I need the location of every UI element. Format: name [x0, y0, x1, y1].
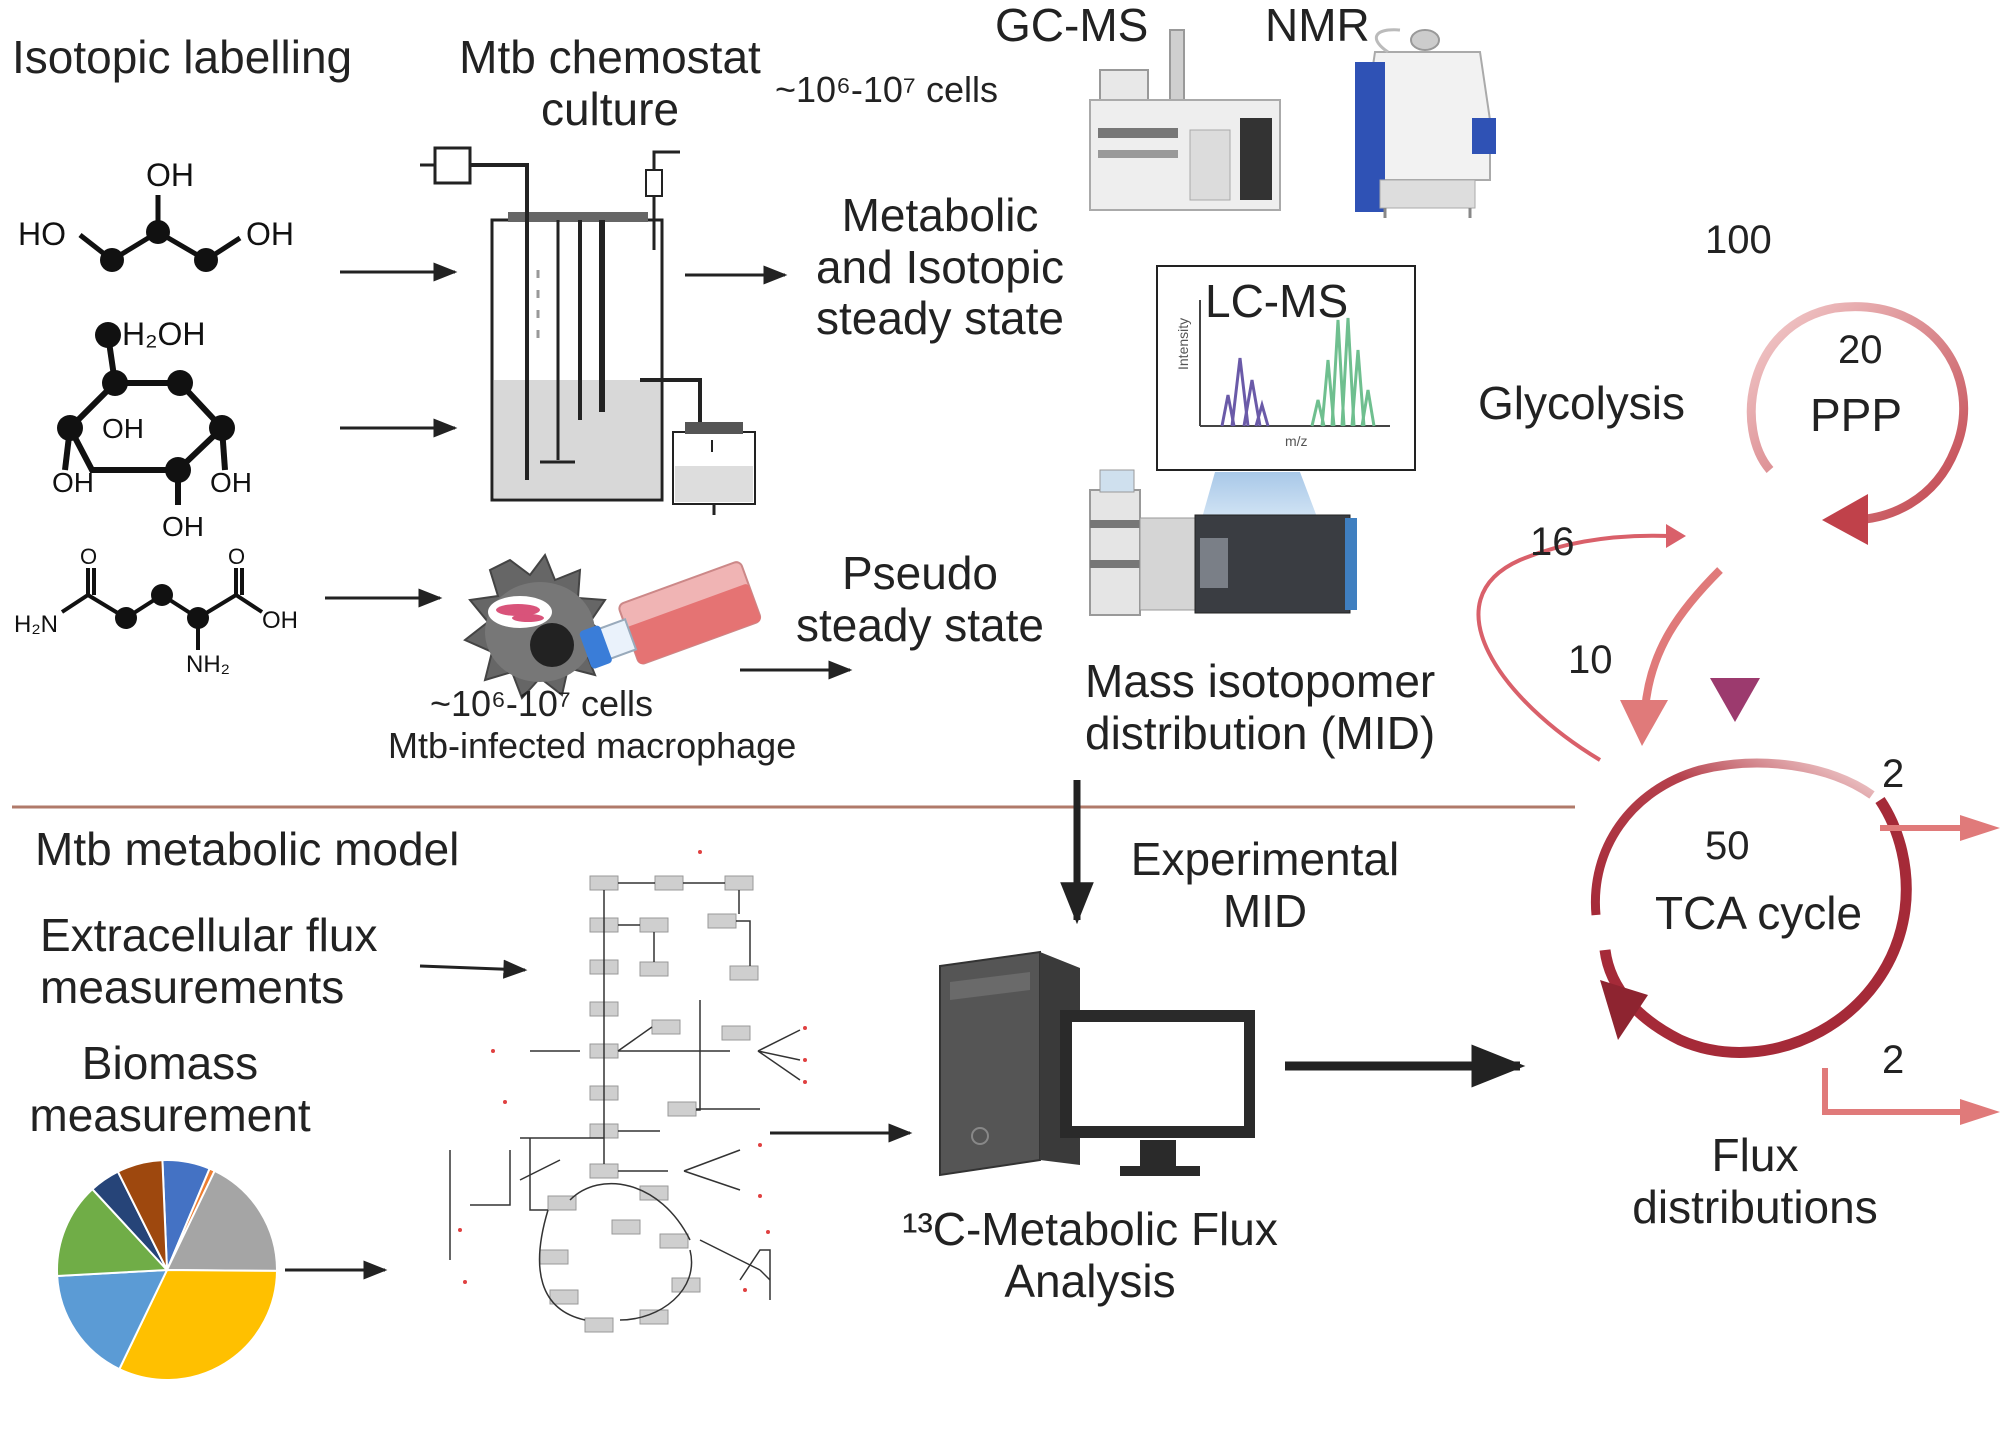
glucose-oh-right: OH [210, 467, 252, 498]
lcms-y-axis-label: Intensity [1175, 318, 1191, 370]
metabolic-model-title: Mtb metabolic model [35, 823, 460, 875]
flux-map [1476, 260, 2000, 1125]
flux-line2: distributions [1632, 1180, 1878, 1233]
glucose-oh-inner: OH [102, 413, 144, 444]
glycolysis-label: Glycolysis [1478, 377, 1686, 429]
cells-count-chemostat: ~10⁶-10⁷ cells [775, 69, 998, 110]
side-flux-arrow [1641, 567, 1723, 711]
mfa-line1: ¹³C-Metabolic Flux [902, 1203, 1278, 1255]
chemostat-title-line1: Mtb chemostat [459, 31, 761, 83]
ppp-label: PPP [1810, 389, 1903, 441]
lcms-instrument-icon [1089, 469, 1357, 616]
computer-icon [939, 950, 1255, 1177]
biomass-label: Biomass measurement [10, 1037, 330, 1141]
output-flux-bottom-value: 2 [1882, 1038, 1905, 1082]
mfa-line2: Analysis [1004, 1254, 1176, 1307]
glutamine-oh: OH [262, 607, 298, 634]
output-flux-top-value: 2 [1882, 752, 1905, 796]
steady-line3: steady state [815, 292, 1065, 345]
nmr-instrument-icon [1355, 28, 1496, 218]
molecule-atom-labels: OH HO OH H₂OH OH OH OH OH H₂N NH₂ OH O O [14, 157, 298, 678]
macrophage-icon [463, 552, 614, 700]
culture-flask-icon [579, 561, 762, 669]
lcms-label: LC-MS [1205, 275, 1349, 327]
flux-distributions-label: Flux distributions [1600, 1129, 1910, 1233]
gcms-label: GC-MS [995, 0, 1149, 51]
macrophage-label: Mtb-infected macrophage [388, 725, 797, 766]
biomass-pie-chart [56, 1159, 279, 1381]
glycerol-oh-right: OH [246, 216, 294, 252]
glutamine-o2: O [228, 544, 245, 569]
ppp-loop-arrow [1746, 302, 1969, 525]
pseudo-line1: Pseudo [841, 547, 998, 599]
experimental-line1: Experimental [1130, 833, 1400, 885]
mid-label: Mass isotopomer distribution (MID) [1085, 655, 1436, 759]
pseudo-line2: steady state [795, 598, 1045, 651]
side-flux-value: 10 [1568, 638, 1613, 682]
pie-slice-yellow [117, 1268, 279, 1381]
glycerol-ho-left: HO [18, 216, 66, 252]
steady-line2: and Isotopic [815, 240, 1065, 293]
metabolic-isotopic-steady-state: Metabolic and Isotopic steady state [790, 189, 1090, 345]
extracellular-line2: measurements [40, 960, 345, 1013]
steady-line1: Metabolic [841, 189, 1039, 241]
chemostat-title: Mtb chemostat culture [430, 31, 790, 135]
mid-line2: distribution (MID) [1085, 706, 1436, 759]
experimental-line2: MID [1222, 884, 1308, 937]
glutamine-molecule [60, 568, 264, 650]
input-arrows [325, 262, 458, 608]
mfa-label: ¹³C-Metabolic Flux Analysis [880, 1203, 1300, 1307]
glucose-ch2oh: H₂OH [122, 316, 206, 352]
glutamine-nh2: NH₂ [186, 651, 230, 678]
output-flux-bottom-arrow [1822, 1068, 1960, 1115]
back-flux-arrow [1476, 533, 1671, 762]
biomass-line2: measurement [29, 1088, 311, 1141]
extracellular-line1: Extracellular flux [40, 909, 378, 961]
pie-slice-lightblue [56, 1268, 169, 1371]
glycerol-oh-top: OH [146, 157, 194, 193]
tca-cycle-label: TCA cycle [1655, 887, 1863, 939]
pseudo-steady-state: Pseudo steady state [770, 547, 1070, 651]
model-input-arrows [285, 959, 913, 1280]
mid-line1: Mass isotopomer [1085, 655, 1436, 707]
pie-slice-brown [116, 1159, 168, 1271]
back-flux-value: 16 [1530, 520, 1575, 564]
ppp-flux-value: 20 [1838, 328, 1883, 372]
experimental-mid-label: Experimental MID [1115, 833, 1415, 937]
cells-count-macrophage: ~10⁶-10⁷ cells [430, 683, 653, 724]
extracellular-flux-label: Extracellular flux measurements [40, 909, 378, 1013]
lcms-x-axis-label: m/z [1285, 433, 1308, 449]
glycolysis-flux-value: 100 [1705, 218, 1772, 262]
nmr-label: NMR [1265, 0, 1370, 51]
pie-slice-gray [165, 1169, 278, 1272]
glucose-oh-bottom: OH [162, 511, 204, 542]
pie-slice-green [56, 1187, 170, 1278]
glucose-molecule [57, 322, 235, 505]
gcms-instrument-icon [1089, 29, 1281, 211]
glutamine-h2n: H₂N [14, 611, 58, 638]
lcms-spectrum-panel: Intensity m/z [1156, 265, 1416, 525]
glucose-oh-left: OH [52, 467, 94, 498]
glutamine-o1: O [80, 544, 97, 569]
glycerol-molecule [78, 195, 242, 272]
flux-line1: Flux [1711, 1129, 1799, 1181]
isotopic-labelling-title: Isotopic labelling [12, 31, 353, 83]
chemostat-title-line2: culture [540, 82, 680, 135]
metabolic-network-diagram [449, 850, 807, 1333]
chemostat-bioreactor-icon [420, 146, 756, 515]
tca-flux-value: 50 [1705, 824, 1750, 868]
biomass-line1: Biomass [81, 1037, 259, 1089]
